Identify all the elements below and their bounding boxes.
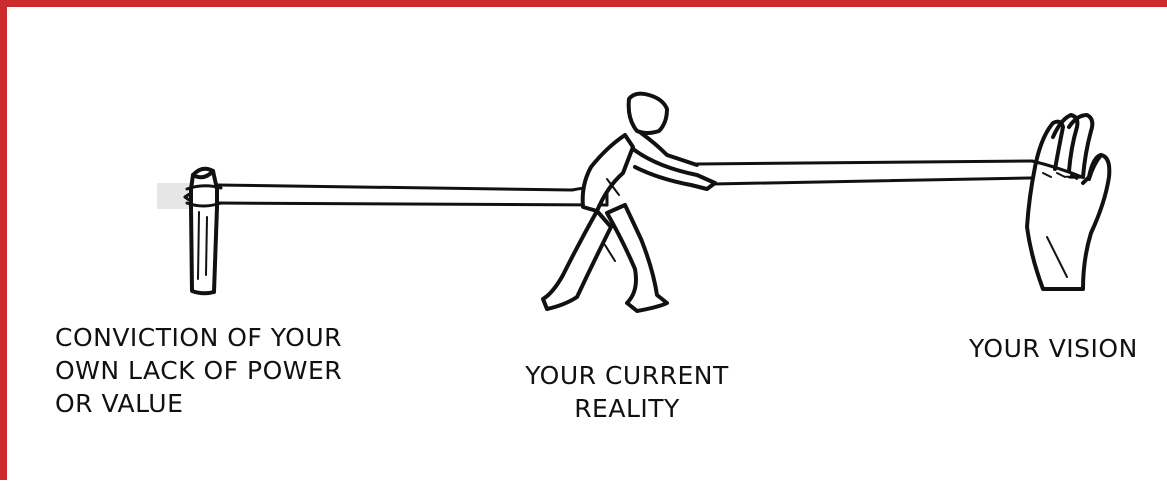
conviction-label-line-1: CONVICTION OF YOUR — [55, 321, 342, 354]
fence-post-icon — [187, 169, 221, 294]
pulling-person-icon — [543, 94, 715, 311]
vision-label: YOUR VISION — [969, 332, 1138, 365]
current-reality-label: YOUR CURRENT REALITY — [502, 359, 752, 425]
conviction-label: CONVICTION OF YOUR OWN LACK OF POWER OR … — [55, 321, 342, 420]
current-reality-label-line-1: YOUR CURRENT — [502, 359, 752, 392]
conviction-label-line-2: OWN LACK OF POWER — [55, 354, 342, 387]
conviction-label-line-3: OR VALUE — [55, 387, 342, 420]
raised-hand-icon — [1027, 115, 1109, 289]
vision-label-line-1: YOUR VISION — [969, 332, 1138, 365]
current-reality-label-line-2: REALITY — [502, 392, 752, 425]
